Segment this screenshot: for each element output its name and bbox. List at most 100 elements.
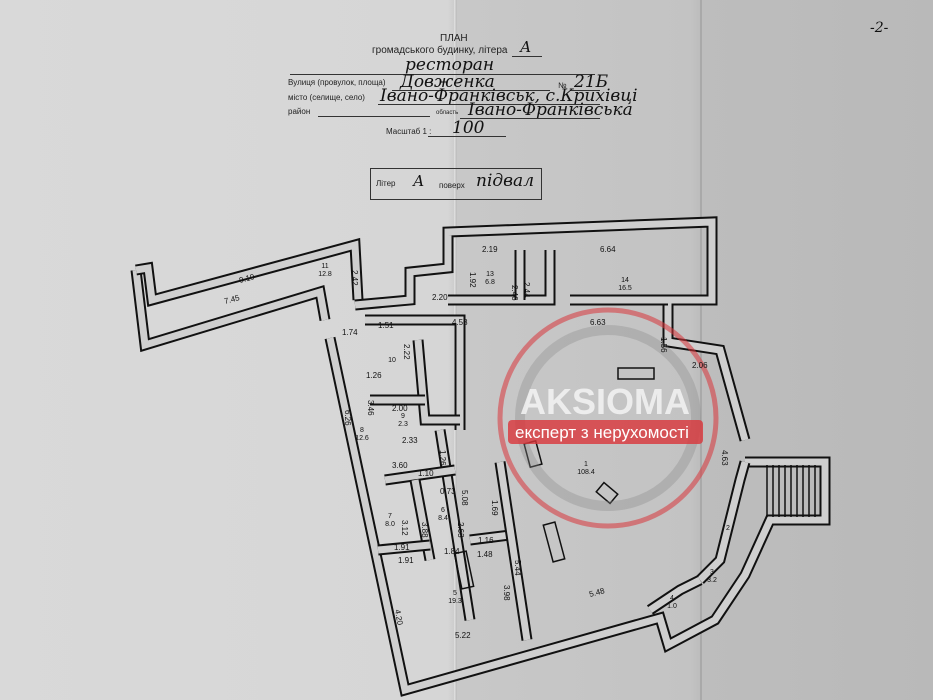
dimension-label: 5.08 [460, 490, 469, 506]
floor-label: поверх [439, 181, 465, 190]
dimension-label: 0.73 [440, 487, 456, 496]
city-label: місто (селище, село) [288, 93, 365, 102]
dimension-label: 1.56 [659, 337, 668, 353]
room-area: 3.2 [707, 577, 717, 584]
dimension-label: 2.33 [402, 436, 418, 445]
dimension-label: 3.46 [366, 400, 375, 416]
watermark-logo: AKSIOMA експерт з нерухомості [497, 307, 719, 529]
dimension-label: 6.26 [343, 410, 352, 426]
room-number: 2 [726, 525, 730, 532]
purpose-value: ресторан [405, 55, 495, 75]
wall-segment [384, 466, 456, 484]
column [542, 521, 566, 563]
column [617, 367, 655, 380]
watermark-tagline: експерт з нерухомості [515, 423, 689, 442]
room-area: 12.6 [355, 435, 369, 442]
dimension-label: 6.63 [590, 318, 606, 327]
room-area: 8.4 [438, 515, 448, 522]
floor-value: підвал [476, 171, 535, 191]
room-number: 14 [621, 277, 629, 284]
street-label: Вулиця (провулок, площа) [288, 78, 386, 87]
room-number: 5 [453, 590, 457, 597]
dimension-label: 4.58 [452, 318, 468, 327]
dimension-label: 2.20 [432, 293, 448, 302]
street-value: Довженка [400, 72, 495, 92]
room-number: 10 [388, 357, 396, 364]
dimension-label: 1.16 [478, 536, 494, 545]
district-label: район [288, 107, 311, 116]
dimension-label: 4.63 [720, 450, 729, 466]
watermark-brand: AKSIOMA [520, 381, 690, 422]
staircase [766, 465, 816, 517]
dimension-label: 9.19 [238, 272, 256, 285]
wall-segment [132, 269, 329, 350]
watermark-ring-inner [515, 325, 701, 511]
wall-segment [648, 576, 702, 613]
dimension-label: 5.44 [513, 560, 522, 576]
room-area: 19.3 [448, 598, 462, 605]
wall-segment [365, 316, 464, 430]
wall-segment [135, 240, 362, 305]
room-area: 2.3 [398, 421, 408, 428]
wall-segment [414, 339, 460, 424]
city-value: Івано-Франківськ, с.Крихівці [380, 86, 638, 106]
room-number: 11 [321, 263, 328, 270]
dimension-label: 2.00 [392, 404, 408, 413]
room-area: 8.0 [385, 521, 395, 528]
dimension-label: 1.51 [378, 321, 394, 330]
dimension-label: 1.84 [444, 547, 460, 556]
dimension-label: 4.20 [393, 609, 405, 626]
dimension-label: 1.69 [490, 500, 499, 516]
number-value: 21Б [574, 72, 609, 92]
room-number: 7 [388, 513, 392, 520]
dimension-label: 2.46 [510, 285, 519, 301]
plan-litera: А [520, 38, 532, 56]
dimension-label: 1.92 [468, 272, 477, 288]
dimension-label: 1.91 [398, 556, 414, 565]
floor-litera-value: А [413, 172, 425, 190]
wall-segment [377, 541, 431, 554]
room-number: 4 [670, 595, 674, 602]
plan-subtitle-label: громадського будинку, літера [372, 45, 508, 56]
wall-segment [496, 461, 531, 641]
dimension-label: 2.44 [522, 282, 531, 298]
column [453, 550, 475, 590]
dimension-label: 2.06 [692, 361, 708, 370]
dimension-label: 3.12 [400, 520, 409, 536]
wall-segment [469, 531, 511, 544]
column [595, 481, 619, 505]
room-area: 108.4 [577, 469, 595, 476]
floor-box: Літер А поверх підвал [370, 168, 542, 200]
wall-segment [448, 250, 554, 304]
dimension-label: 2.63 [456, 522, 465, 538]
plan-title: ПЛАН [440, 33, 468, 44]
room-area: 6.8 [485, 279, 495, 286]
dimension-label: 3.98 [502, 585, 511, 601]
dimension-label: 1.26 [366, 371, 382, 380]
wall-segment [326, 337, 829, 695]
room-number: 9 [401, 413, 405, 420]
dimension-label: 3.60 [392, 461, 408, 470]
dimension-label: 2.42 [350, 270, 359, 286]
dimension-label: 6.64 [600, 245, 616, 254]
dimension-label: 5.22 [455, 631, 471, 640]
region-label: область [436, 110, 459, 116]
watermark-banner [508, 420, 703, 444]
dimension-label: 2.22 [402, 344, 411, 360]
scale-value: 100 [452, 118, 485, 138]
room-number: 13 [486, 271, 494, 278]
dimension-label: 1.26 [438, 450, 447, 466]
wall-segment [697, 461, 749, 583]
fixtures [453, 367, 816, 590]
room-number: 3 [710, 569, 714, 576]
scale-label: Масштаб 1 : [386, 127, 432, 136]
room-number: 6 [441, 507, 445, 514]
room-number: 8 [360, 427, 364, 434]
dimension-label: 7.45 [223, 293, 241, 306]
dimension-label: 1.10 [418, 469, 434, 478]
dimension-label: 1.91 [394, 543, 410, 552]
dimension-label: 3.88 [420, 522, 429, 538]
walls [130, 216, 831, 697]
watermark-ring [497, 307, 719, 529]
